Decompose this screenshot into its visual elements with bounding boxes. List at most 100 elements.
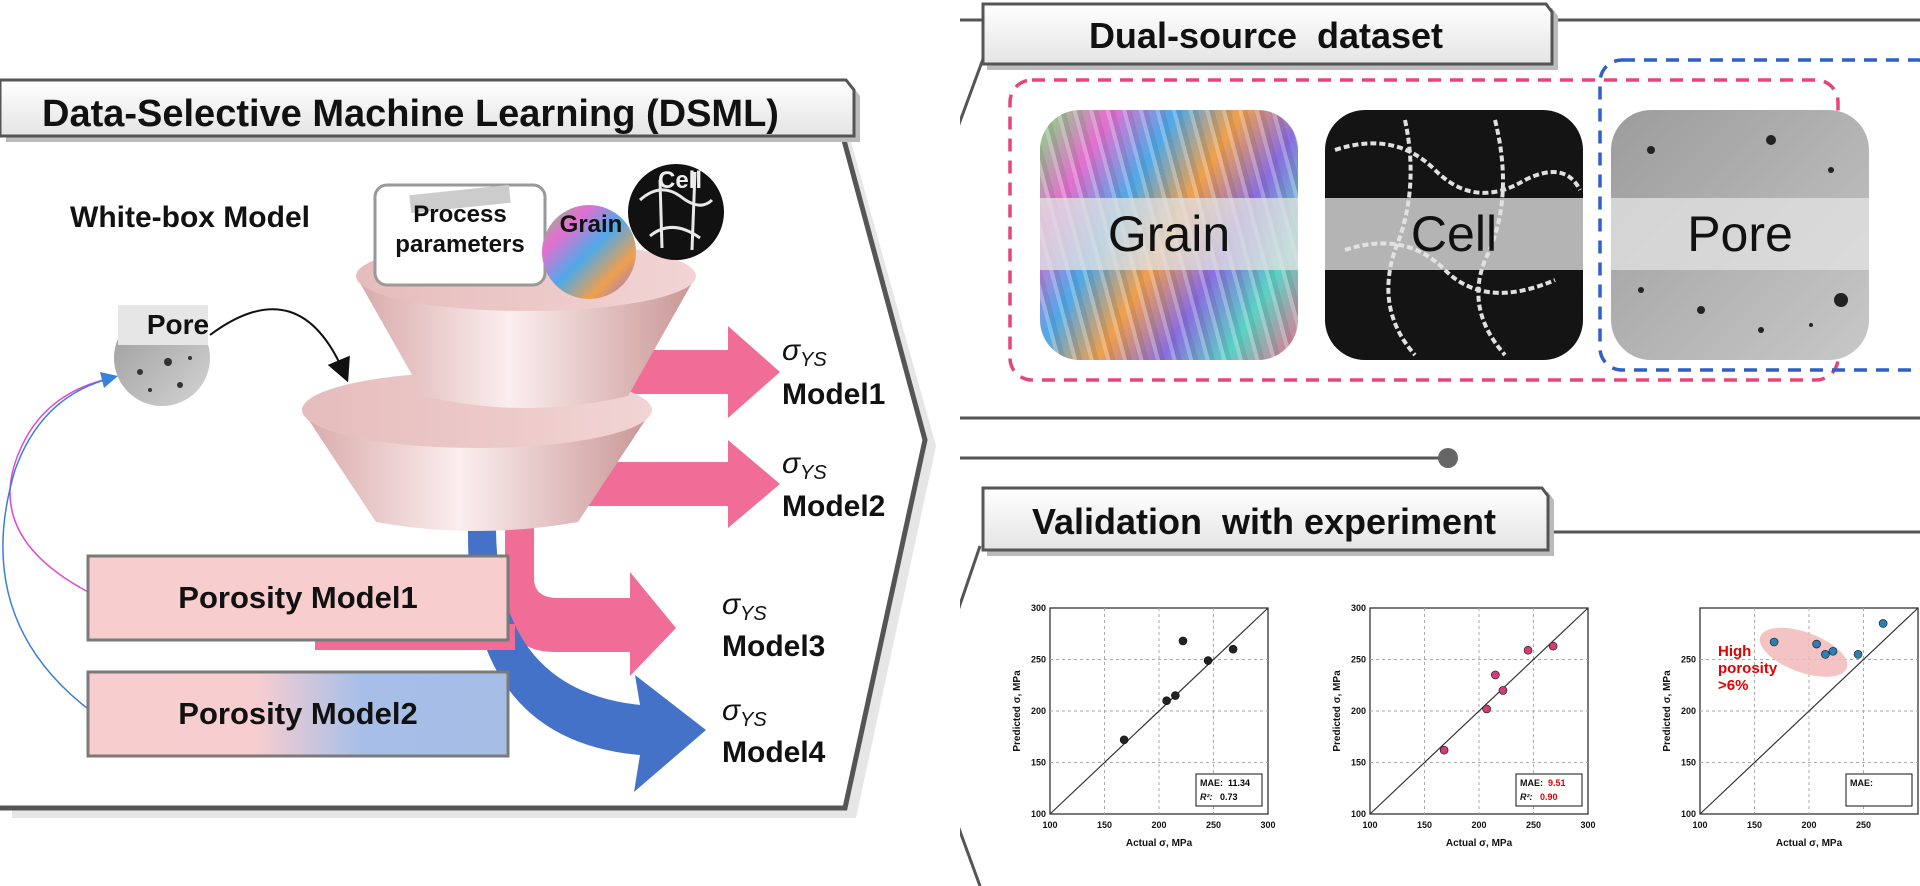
output-model-name: Model3 xyxy=(722,630,825,663)
y-tick-label: 100 xyxy=(1031,809,1046,819)
white-box-label: White-box Model xyxy=(70,201,310,234)
x-axis-label: Actual σ, MPa xyxy=(1776,838,1843,849)
y-tick-label: 250 xyxy=(1031,655,1046,665)
sigma-subscript: YS xyxy=(800,462,827,484)
r2-label: R²: xyxy=(1200,792,1213,802)
r2-value: 0.73 xyxy=(1220,792,1238,802)
data-point xyxy=(1203,656,1213,665)
output-label-2: σ YS Model2 xyxy=(782,447,885,523)
data-point xyxy=(1821,650,1830,659)
annotation-text: porosity xyxy=(1718,660,1778,677)
mae-value: 9.51 xyxy=(1548,778,1566,788)
process-label-line1: Process xyxy=(413,201,506,228)
cell-tile: Cell xyxy=(1325,110,1583,360)
y-axis-label: Predicted σ, MPa xyxy=(1012,670,1023,752)
validation-title: Validation with experiment xyxy=(1032,501,1496,542)
feedback-arc-magenta xyxy=(9,377,113,599)
x-tick-label: 200 xyxy=(1801,820,1816,830)
data-point xyxy=(1548,641,1558,651)
right-panels: Dual-source dataset Validation with expe… xyxy=(960,2,1920,886)
identity-line xyxy=(1049,607,1269,815)
dsml-panel: Data-Selective Machine Learning (DSML) W… xyxy=(0,78,936,818)
data-point xyxy=(1523,645,1533,655)
funnel-upper xyxy=(356,276,696,408)
data-point xyxy=(1812,639,1821,649)
y-tick-label: 200 xyxy=(1351,706,1366,716)
cell-tile-label: Cell xyxy=(1325,198,1583,270)
feedback-arc-blue xyxy=(2,377,113,713)
grain-circle-image xyxy=(542,205,636,299)
y-tick-label: 300 xyxy=(1031,603,1046,613)
mae-label: MAE: xyxy=(1850,778,1873,788)
data-point xyxy=(1439,745,1449,755)
metrics-box xyxy=(1195,773,1263,807)
sigma-symbol: σ xyxy=(782,447,802,480)
cell-circle-label: Cell xyxy=(658,167,702,194)
y-tick-label: 150 xyxy=(1681,758,1696,768)
pore-circle-label: Pore xyxy=(147,309,209,340)
output-arrow-4 xyxy=(467,530,706,792)
data-point xyxy=(1769,637,1779,647)
data-point xyxy=(1171,691,1180,700)
x-axis-label: Actual σ, MPa xyxy=(1446,838,1513,849)
y-tick-label: 300 xyxy=(1351,603,1366,613)
x-tick-label: 250 xyxy=(1856,820,1871,830)
sigma-symbol: σ xyxy=(782,334,802,367)
dsml-title-tab xyxy=(0,78,856,138)
mae-label: MAE: xyxy=(1200,778,1223,788)
sigma-symbol: σ xyxy=(722,694,742,727)
data-point xyxy=(1491,670,1500,680)
sigma-subscript: YS xyxy=(740,709,767,731)
validation-title-tab xyxy=(981,486,1550,552)
grain-tile: Grain xyxy=(1040,110,1298,360)
data-point xyxy=(1178,636,1188,646)
blue-dashed-group xyxy=(1598,58,1920,372)
y-tick-label: 100 xyxy=(1681,809,1696,819)
output-arrow-1 xyxy=(580,326,780,418)
y-axis-label: Predicted σ, MPa xyxy=(1332,670,1343,752)
dsml-title: Data-Selective Machine Learning (DSML) xyxy=(42,93,779,135)
output-arrow-3 xyxy=(505,526,676,676)
x-tick-label: 200 xyxy=(1471,820,1486,830)
output-label-4: σ YS Model4 xyxy=(722,694,826,769)
porosity-model1-label: Porosity Model1 xyxy=(178,580,417,615)
pore-tile-label: Pore xyxy=(1611,198,1869,270)
data-point xyxy=(1498,686,1508,695)
data-point xyxy=(1828,646,1838,656)
x-tick-label: 300 xyxy=(1580,820,1595,830)
x-tick-label: 150 xyxy=(1417,820,1432,830)
metrics-box xyxy=(1515,773,1583,807)
x-tick-label: 150 xyxy=(1097,820,1112,830)
y-tick-label: 200 xyxy=(1031,706,1046,716)
porosity-model2-box xyxy=(86,670,510,758)
sigma-symbol: σ xyxy=(722,588,742,621)
y-tick-label: 250 xyxy=(1681,655,1696,665)
y-axis-label: Predicted σ, MPa xyxy=(1662,670,1673,752)
sigma-subscript: YS xyxy=(800,349,827,371)
data-point xyxy=(1162,696,1171,705)
x-tick-label: 250 xyxy=(1206,820,1221,830)
grain-tile-label: Grain xyxy=(1040,198,1298,270)
x-tick-label: 100 xyxy=(1362,820,1377,830)
pore-to-funnel-arrow xyxy=(209,308,350,383)
x-tick-label: 150 xyxy=(1747,820,1762,830)
y-tick-label: 150 xyxy=(1351,758,1366,768)
y-tick-label: 250 xyxy=(1351,655,1366,665)
dataset-title: Dual-source dataset xyxy=(1089,15,1443,56)
output-label-1: σ YS Model1 xyxy=(782,334,885,411)
output-label-3: σ YS Model3 xyxy=(722,588,825,663)
mae-value: 11.34 xyxy=(1228,778,1250,788)
data-point xyxy=(1119,735,1129,745)
r2-value: 0.90 xyxy=(1540,792,1558,802)
y-tick-label: 100 xyxy=(1351,809,1366,819)
x-tick-label: 250 xyxy=(1526,820,1541,830)
pore-tile: Pore xyxy=(1611,110,1869,360)
x-tick-label: 300 xyxy=(1260,820,1275,830)
y-tick-label: 150 xyxy=(1031,758,1046,768)
connector-dot xyxy=(1438,448,1458,468)
porosity-model1-box xyxy=(86,554,510,642)
metrics-box xyxy=(1845,773,1913,807)
high-porosity-highlight xyxy=(1759,627,1848,677)
